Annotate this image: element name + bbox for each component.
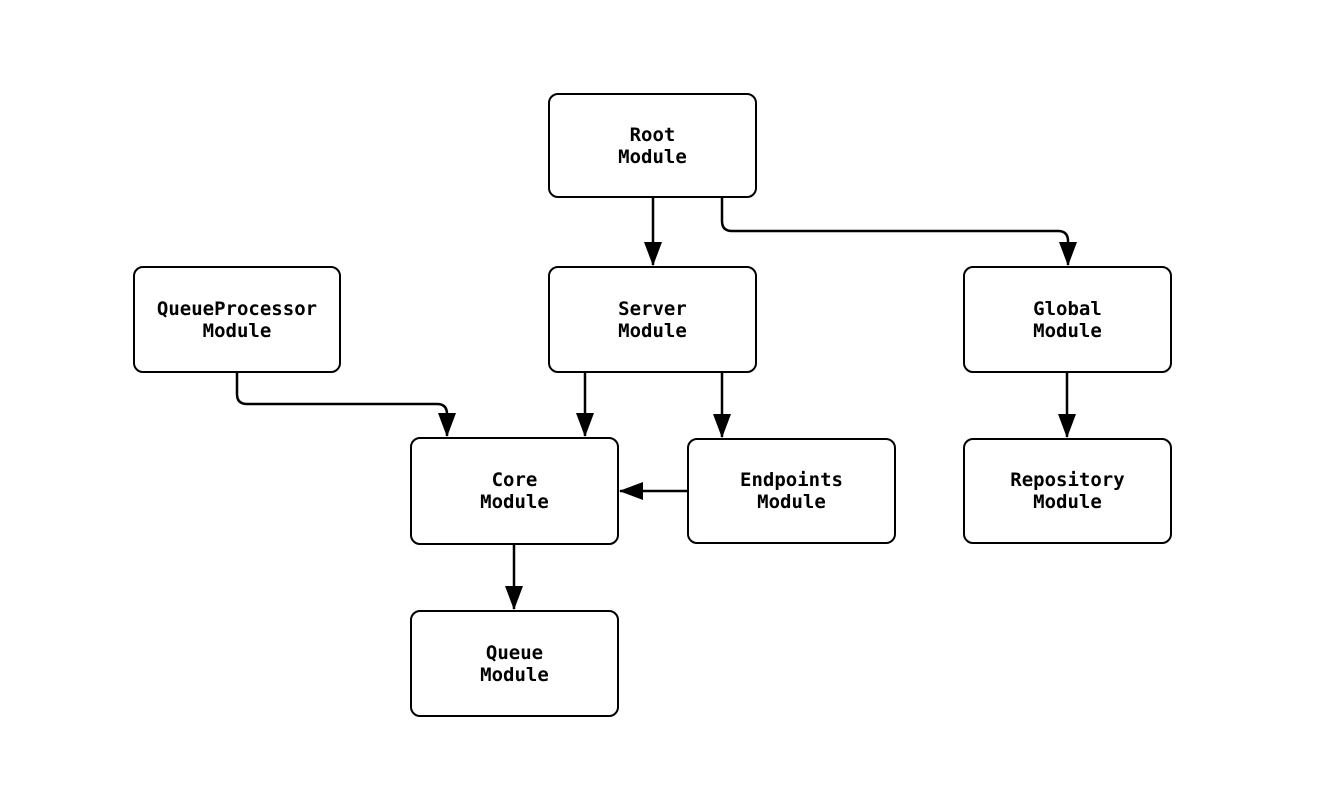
edge-queueprocessor-to-core bbox=[235, 372, 456, 437]
node-label-line: Repository bbox=[1010, 469, 1125, 491]
node-label-line: Root bbox=[629, 123, 676, 146]
node-label-line: Global bbox=[1033, 297, 1102, 320]
node-root-module: Root Module bbox=[548, 93, 757, 198]
node-label-line: Queue bbox=[485, 641, 544, 664]
node-queue-module: Queue Module bbox=[410, 610, 619, 717]
node-label-line: QueueProcessor bbox=[156, 297, 318, 320]
node-label-line: Module bbox=[618, 319, 687, 342]
node-queueprocessor-module: QueueProcessor Module bbox=[133, 266, 341, 373]
node-label-line: Module bbox=[757, 491, 826, 513]
node-label-line: Module bbox=[1033, 319, 1102, 342]
node-global-module: Global Module bbox=[963, 266, 1172, 373]
node-core-module: Core Module bbox=[410, 437, 619, 545]
node-label-line: Module bbox=[480, 663, 549, 686]
edge-root-to-global bbox=[720, 197, 1077, 266]
node-label-line: Core bbox=[491, 469, 538, 491]
node-label-line: Module bbox=[618, 145, 687, 168]
node-label-line: Module bbox=[480, 491, 549, 513]
node-repository-module: Repository Module bbox=[963, 438, 1172, 544]
node-label-line: Server bbox=[618, 297, 687, 320]
node-label-line: Module bbox=[1033, 491, 1102, 513]
node-label-line: Module bbox=[202, 319, 272, 342]
node-server-module: Server Module bbox=[548, 266, 757, 373]
node-label-line: Endpoints bbox=[740, 469, 843, 491]
node-endpoints-module: Endpoints Module bbox=[687, 438, 896, 544]
